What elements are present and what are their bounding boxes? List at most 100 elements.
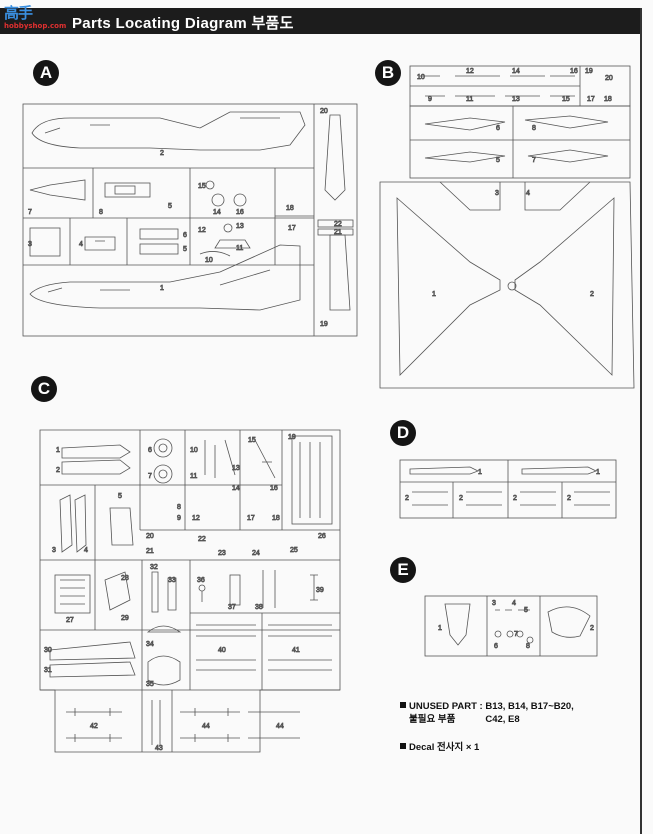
part-number: 17: [288, 225, 296, 232]
part-number: 16: [270, 485, 278, 492]
part-number: 3: [52, 547, 56, 554]
part-number: 9: [177, 515, 181, 522]
part-number: 10: [417, 74, 425, 81]
part-number: 6: [496, 125, 500, 132]
part-number: 22: [198, 536, 206, 543]
part-number: 44: [276, 723, 284, 730]
part-numbers-d: 1 1 2 2 2 2: [405, 469, 601, 503]
part-numbers-c: 1 2 3 4 5 6 7 8 9 10 11 12 13 14 15 16 1…: [44, 434, 327, 753]
part-numbers-a: 2 1 7 8 3 4 5 6 5 15 14 16 12 13 11 10 1…: [28, 108, 343, 329]
part-number: 23: [218, 550, 226, 557]
watermark-url: hobbyshop.com: [4, 22, 67, 30]
part-number: 1: [438, 625, 442, 632]
part-number: 4: [84, 547, 88, 554]
section-label-d: D: [390, 420, 416, 446]
part-number: 6: [148, 447, 152, 454]
part-number: 2: [160, 150, 164, 157]
part-number: 33: [168, 577, 176, 584]
part-number: 36: [197, 577, 205, 584]
part-number: 26: [318, 533, 326, 540]
part-number: 4: [526, 190, 530, 197]
part-number: 43: [155, 745, 163, 752]
section-label-a: A: [33, 60, 59, 86]
part-number: 1: [432, 291, 436, 298]
part-number: 5: [183, 246, 187, 253]
part-numbers-e: 1 2 3 4 5 6 7 8: [438, 600, 595, 651]
part-number: 32: [150, 564, 158, 571]
part-number: 25: [290, 547, 298, 554]
part-number: 5: [168, 203, 172, 210]
part-number: 10: [190, 447, 198, 454]
part-number: 16: [570, 68, 578, 75]
page-title: Parts Locating Diagram 부품도: [72, 15, 294, 32]
part-number: 8: [99, 209, 103, 216]
part-number: 7: [28, 209, 32, 216]
part-number: 21: [334, 229, 342, 236]
part-number: 1: [160, 285, 164, 292]
part-number: 15: [198, 183, 206, 190]
part-number: 11: [466, 96, 473, 103]
part-number: 1: [478, 469, 482, 476]
part-number: 12: [192, 515, 200, 522]
part-number: 18: [604, 96, 612, 103]
watermark-logo: 高手 hobbyshop.com: [4, 2, 68, 34]
part-number: 19: [288, 434, 296, 441]
part-number: 2: [56, 467, 60, 474]
part-number: 7: [148, 473, 152, 480]
part-number: 11: [236, 245, 243, 252]
part-number: 8: [526, 643, 530, 650]
bullet-icon: [400, 702, 406, 708]
unused-parts-cont: C42, E8: [485, 714, 520, 725]
part-number: 8: [177, 504, 181, 511]
bullet-icon: [400, 743, 406, 749]
part-number: 14: [512, 68, 520, 75]
part-number: 1: [56, 447, 60, 454]
part-number: 3: [495, 190, 499, 197]
part-number: 7: [532, 157, 536, 164]
part-number: 5: [496, 157, 500, 164]
part-number: 5: [118, 493, 122, 500]
part-number: 4: [79, 241, 83, 248]
part-number: 42: [90, 723, 98, 730]
part-number: 19: [585, 68, 593, 75]
part-number: 1: [596, 469, 600, 476]
part-number: 27: [66, 617, 74, 624]
part-numbers-b: 1 2 3 4 5 6 7 8 9 10 11 12 13 14 15 16 1…: [417, 68, 614, 299]
part-number: 44: [202, 723, 210, 730]
unused-parts-label: UNUSED PART : B13, B14, B17~B20,: [409, 701, 574, 712]
decal-note: Decal 전사지 × 1: [400, 739, 479, 753]
part-number: 2: [513, 495, 517, 502]
part-number: 6: [494, 643, 498, 650]
page-border: [640, 8, 642, 834]
section-label-e: E: [390, 557, 416, 583]
part-number: 2: [459, 495, 463, 502]
part-number: 19: [320, 321, 328, 328]
part-number: 29: [121, 615, 129, 622]
part-number: 17: [587, 96, 595, 103]
part-number: 34: [146, 641, 154, 648]
part-number: 2: [590, 291, 594, 298]
part-number: 20: [605, 75, 613, 82]
part-number: 11: [190, 473, 197, 480]
sprue-b: [379, 65, 635, 389]
part-number: 3: [28, 241, 32, 248]
part-number: 13: [236, 223, 244, 230]
part-number: 10: [205, 257, 213, 264]
part-number: 13: [232, 465, 240, 472]
part-number: 14: [232, 485, 240, 492]
part-number: 37: [228, 604, 236, 611]
part-number: 18: [272, 515, 280, 522]
sprue-a: [22, 103, 358, 337]
part-number: 16: [236, 209, 244, 216]
sprue-e: [424, 595, 598, 657]
part-number: 30: [44, 647, 52, 654]
part-number: 13: [512, 96, 520, 103]
part-number: 5: [524, 607, 528, 614]
decal-label: Decal 전사지 × 1: [409, 742, 480, 753]
section-label-c: C: [31, 376, 57, 402]
part-number: 38: [255, 604, 263, 611]
part-number: 17: [247, 515, 255, 522]
part-number: 22: [334, 221, 342, 228]
part-number: 28: [121, 575, 129, 582]
part-number: 8: [532, 125, 536, 132]
